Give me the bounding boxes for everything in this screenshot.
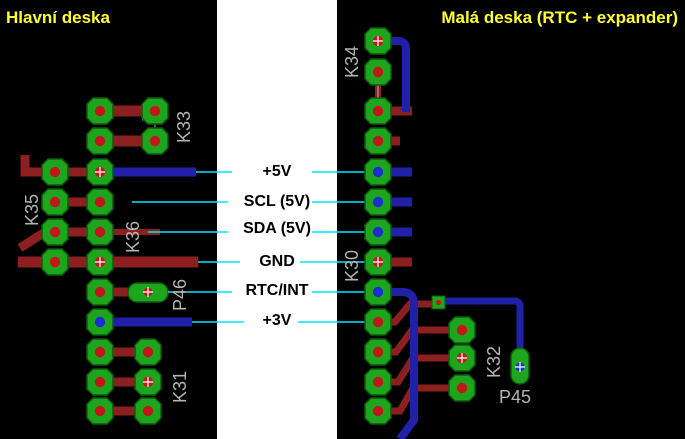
small-board-title: Malá deska (RTC + expander) (441, 8, 678, 27)
pad-k30-13 (364, 397, 392, 425)
signal-label-scl: SCL (5V) (243, 193, 311, 210)
pad-k31-1 (134, 338, 162, 366)
label-p45: P45 (499, 387, 531, 407)
trace-bottom-8 (440, 297, 524, 360)
pad-k36-7 (86, 278, 114, 306)
pad-k36-10 (86, 368, 114, 396)
signal-label-gnd: GND (259, 253, 295, 270)
pad-k32-3 (448, 374, 476, 402)
label-k32: K32 (484, 346, 504, 378)
pad-k30-3 (364, 97, 392, 125)
pad-k36-9 (86, 338, 114, 366)
main-board-title: Hlavní deska (6, 8, 110, 27)
pad-k30-4 (364, 127, 392, 155)
trace-bottom-3 (378, 37, 410, 112)
signal-label-3v: +3V (262, 312, 292, 329)
label-k35: K35 (22, 194, 42, 226)
pad-k31-2 (134, 368, 162, 396)
pad-k32-2 (448, 344, 476, 372)
pad-k35-1 (41, 158, 69, 186)
pad-k30-5 (364, 158, 392, 186)
pad-k35-2 (41, 188, 69, 216)
pad-k35-3 (41, 218, 69, 246)
label-k34: K34 (342, 46, 362, 78)
signal-label-panel (217, 0, 337, 439)
pad-k36-4 (86, 188, 114, 216)
pad-k36-8 (86, 308, 114, 336)
pad-k36-3 (86, 158, 114, 186)
pad-k33-1 (141, 97, 169, 125)
pad-k31-3 (134, 397, 162, 425)
pad-k30-6 (364, 188, 392, 216)
trace-top-3 (20, 155, 100, 177)
label-k31: K31 (170, 371, 190, 403)
pad-k30-12 (364, 368, 392, 396)
signal-label-5v: +5V (262, 163, 292, 180)
pad-k36-5 (86, 218, 114, 246)
pad-k30-9 (364, 278, 392, 306)
pad-k32-1 (448, 316, 476, 344)
pad-k36-11 (86, 397, 114, 425)
pad-k30-8 (364, 248, 392, 276)
pad-k33-2 (141, 127, 169, 155)
label-k30: K30 (342, 250, 362, 282)
pad-k30-7 (364, 218, 392, 246)
pad-k36-1 (86, 97, 114, 125)
signal-label-sda: SDA (5V) (243, 220, 311, 237)
pad-k36-2 (86, 127, 114, 155)
signal-label-rtc-int: RTC/INT (245, 282, 309, 299)
pad-k30-1 (364, 27, 392, 55)
label-p46: P46 (170, 279, 190, 311)
pad-k30-11 (364, 338, 392, 366)
label-k33: K33 (174, 111, 194, 143)
leader-lines (132, 79, 390, 323)
pad-k36-6 (86, 248, 114, 276)
pad-k30-2 (364, 58, 392, 86)
pad-k35-4 (41, 248, 69, 276)
pads (41, 27, 525, 425)
silkscreen-labels: K33 K35 K36 P46 K31 K34 K30 K32 P45 (22, 46, 531, 407)
pad-k30-10 (364, 308, 392, 336)
trace-bottom-7 (378, 288, 418, 439)
label-k36: K36 (123, 221, 143, 253)
